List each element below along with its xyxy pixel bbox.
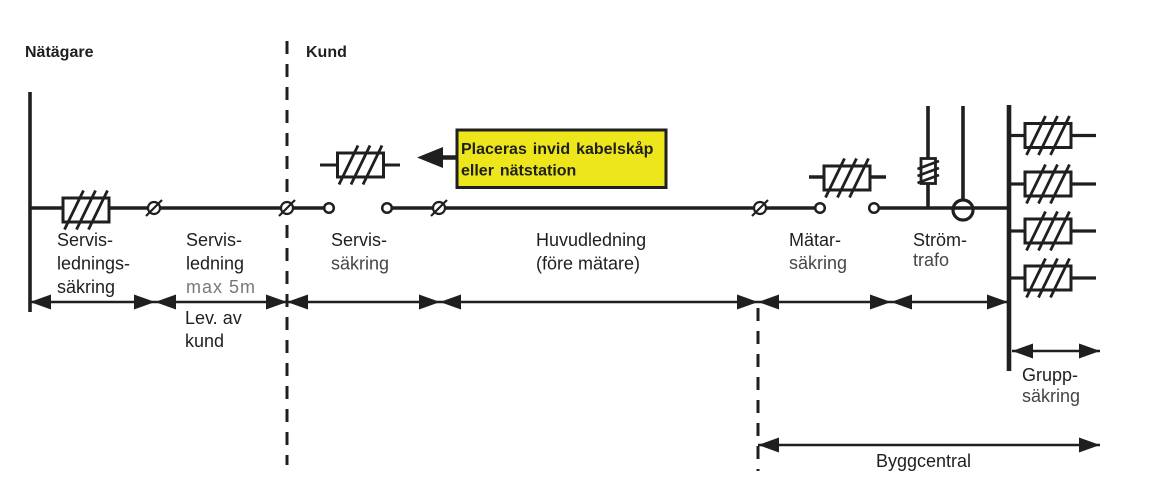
svg-text:säkring: säkring [57, 277, 115, 297]
svg-text:säkring: säkring [1022, 386, 1080, 406]
svg-text:Nätägare: Nätägare [25, 44, 94, 61]
svg-text:Byggcentral: Byggcentral [876, 451, 971, 471]
svg-text:kund: kund [185, 331, 224, 351]
svg-text:Lev. av: Lev. av [185, 308, 242, 328]
svg-text:Kund: Kund [306, 44, 347, 61]
svg-text:säkring: säkring [789, 253, 847, 273]
svg-text:säkring: säkring [331, 254, 389, 274]
svg-text:(före mätare): (före mätare) [536, 254, 640, 274]
svg-text:eller nätstation: eller nätstation [461, 163, 576, 180]
svg-text:Servis-: Servis- [57, 230, 113, 250]
svg-text:max 5m: max 5m [186, 277, 256, 297]
svg-text:Servis-: Servis- [186, 230, 242, 250]
svg-text:ledning: ledning [186, 254, 244, 274]
svg-text:Grupp-: Grupp- [1022, 365, 1078, 385]
svg-text:Mätar-: Mätar- [789, 230, 841, 250]
svg-text:Placeras invid kabelskåp: Placeras invid kabelskåp [461, 140, 654, 158]
svg-text:Ström-: Ström- [913, 230, 967, 250]
svg-text:trafo: trafo [913, 250, 949, 270]
svg-text:Huvudledning: Huvudledning [536, 230, 646, 250]
svg-text:Servis-: Servis- [331, 230, 387, 250]
svg-text:lednings-: lednings- [57, 254, 130, 274]
